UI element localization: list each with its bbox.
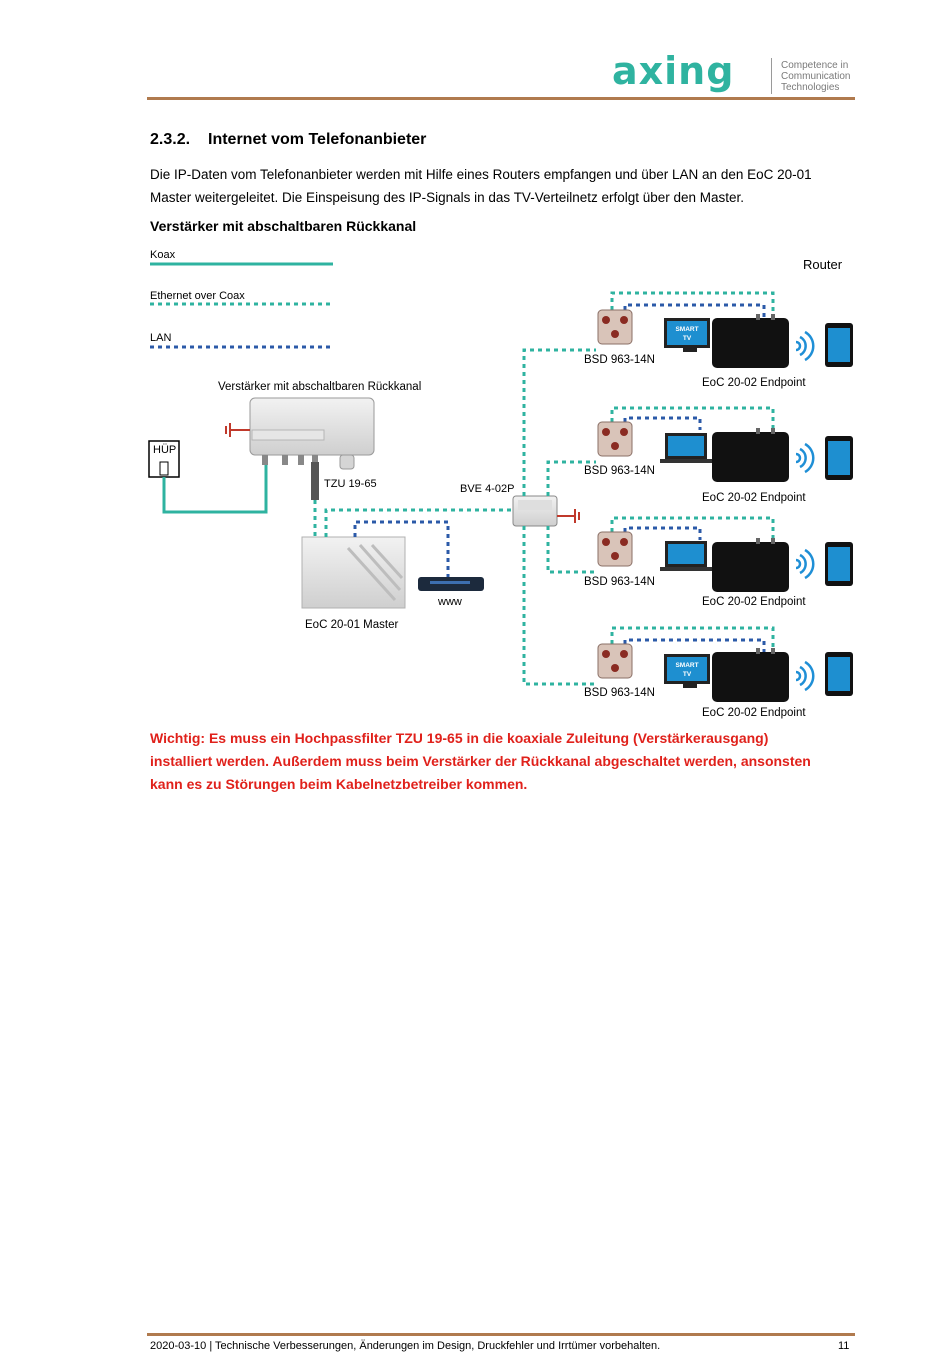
tagline-line-3: Technologies [781,82,840,93]
branch-4 [597,626,853,702]
warning-line-2: installiert werden. Außerdem muss beim V… [150,753,811,769]
eoc-master-device [301,536,406,609]
section-paragraph: Die IP-Daten vom Telefonanbieter werden … [150,163,850,209]
endpoint-device-3 [712,538,789,592]
router-label: Router [803,257,843,272]
router-device [418,577,484,591]
eoc-trunk-branch-2 [546,460,596,496]
logo-divider [771,58,772,94]
tablet-icon-2 [825,436,853,480]
bve-ground-icon [557,509,580,523]
bsd-label-3: BSD 963-14N [584,576,655,588]
wifi-icon-2 [795,442,815,474]
wifi-icon-3 [795,548,815,580]
smart-tv-4 [664,654,710,688]
warning-text: Wichtig: Es muss ein Hochpassfilter TZU … [150,727,855,796]
section-number: 2.3.2. [150,131,191,148]
header-rule [147,97,855,100]
wifi-icon-1 [795,330,815,362]
bsd-socket-4 [597,643,633,679]
eoc-master-bve [324,508,513,537]
laptop-icon-2 [660,433,712,463]
legend-lan-label: LAN [150,332,171,344]
footer-text: 2020-03-10 | Technische Verbesserungen, … [150,1340,661,1352]
warning-line-1: Wichtig: Es muss ein Hochpassfilter TZU … [150,730,769,746]
smart-tv-1-line1: SMART [675,326,698,333]
smart-tv-1 [664,318,710,352]
lan-master-router [353,520,450,580]
amplifier-label: Verstärker mit abschaltbaren Rückkanal [218,381,421,393]
endpoint-label-2: EoC 20-02 Endpoint [702,492,806,504]
eoc-trunk-branch-1 [522,348,596,496]
page-number: 11 [838,1340,850,1352]
tagline-line-2: Communication [781,71,851,82]
bsd-socket-1 [597,309,633,345]
branch-3 [597,516,853,592]
tzu-filter [311,462,319,500]
endpoint-label-4: EoC 20-02 Endpoint [702,707,806,719]
tablet-icon-3 [825,542,853,586]
section-heading: 2.3.2. Internet vom Telefonanbieter [150,131,426,149]
wifi-icon-4 [795,660,815,692]
tagline-line-1: Competence in [781,60,849,71]
diagram-subheading: Verstärker mit abschaltbaren Rückkanal [150,218,417,234]
tablet-icon-1 [825,323,853,367]
endpoint-device-4 [712,648,789,702]
legend-eoc-label: Ethernet over Coax [150,290,245,302]
warning-line-3: kann es zu Störungen beim Kabelnetzbetre… [150,776,528,792]
ground-icon [225,423,250,437]
bve-label: BVE 4-02P [460,483,514,495]
branch-2 [597,406,853,482]
endpoint-device-2 [712,428,789,482]
section-title: Internet vom Telefonanbieter [208,131,427,148]
www-label: www [437,596,462,608]
master-label: EoC 20-01 Master [305,619,398,631]
laptop-icon-3 [660,541,712,571]
paragraph-line-1: Die IP-Daten vom Telefonanbieter werden … [150,167,812,182]
paragraph-line-2: Master weitergeleitet. Die Einspeisung d… [150,190,745,205]
bsd-label-1: BSD 963-14N [584,354,655,366]
endpoint-label-1: EoC 20-02 Endpoint [702,377,806,389]
amplifier-device [249,397,375,470]
branch-1 [597,291,853,368]
axing-logo: axing [612,49,735,93]
company-tagline: Competence in Communication Technologies [781,60,850,93]
legend-koax-label: Koax [150,249,176,261]
bsd-socket-2 [597,421,633,457]
hup-label: HÜP [153,444,176,456]
smart-tv-4-line1: SMART [675,662,698,669]
smart-tv-1-line2: TV [683,335,692,342]
endpoint-label-3: EoC 20-02 Endpoint [702,596,806,608]
eoc-trunk-branch-4 [522,526,596,686]
endpoint-device-1 [712,314,789,368]
tzu-label: TZU 19-65 [324,478,377,490]
bsd-label-2: BSD 963-14N [584,465,655,477]
bsd-label-4: BSD 963-14N [584,687,655,699]
coax-hup-amplifier [162,465,268,514]
bve-splitter [512,495,558,527]
tablet-icon-4 [825,652,853,696]
smart-tv-4-line2: TV [683,671,692,678]
footer-rule [147,1333,855,1336]
bsd-socket-3 [597,531,633,567]
eoc-trunk-branch-3 [546,526,596,574]
